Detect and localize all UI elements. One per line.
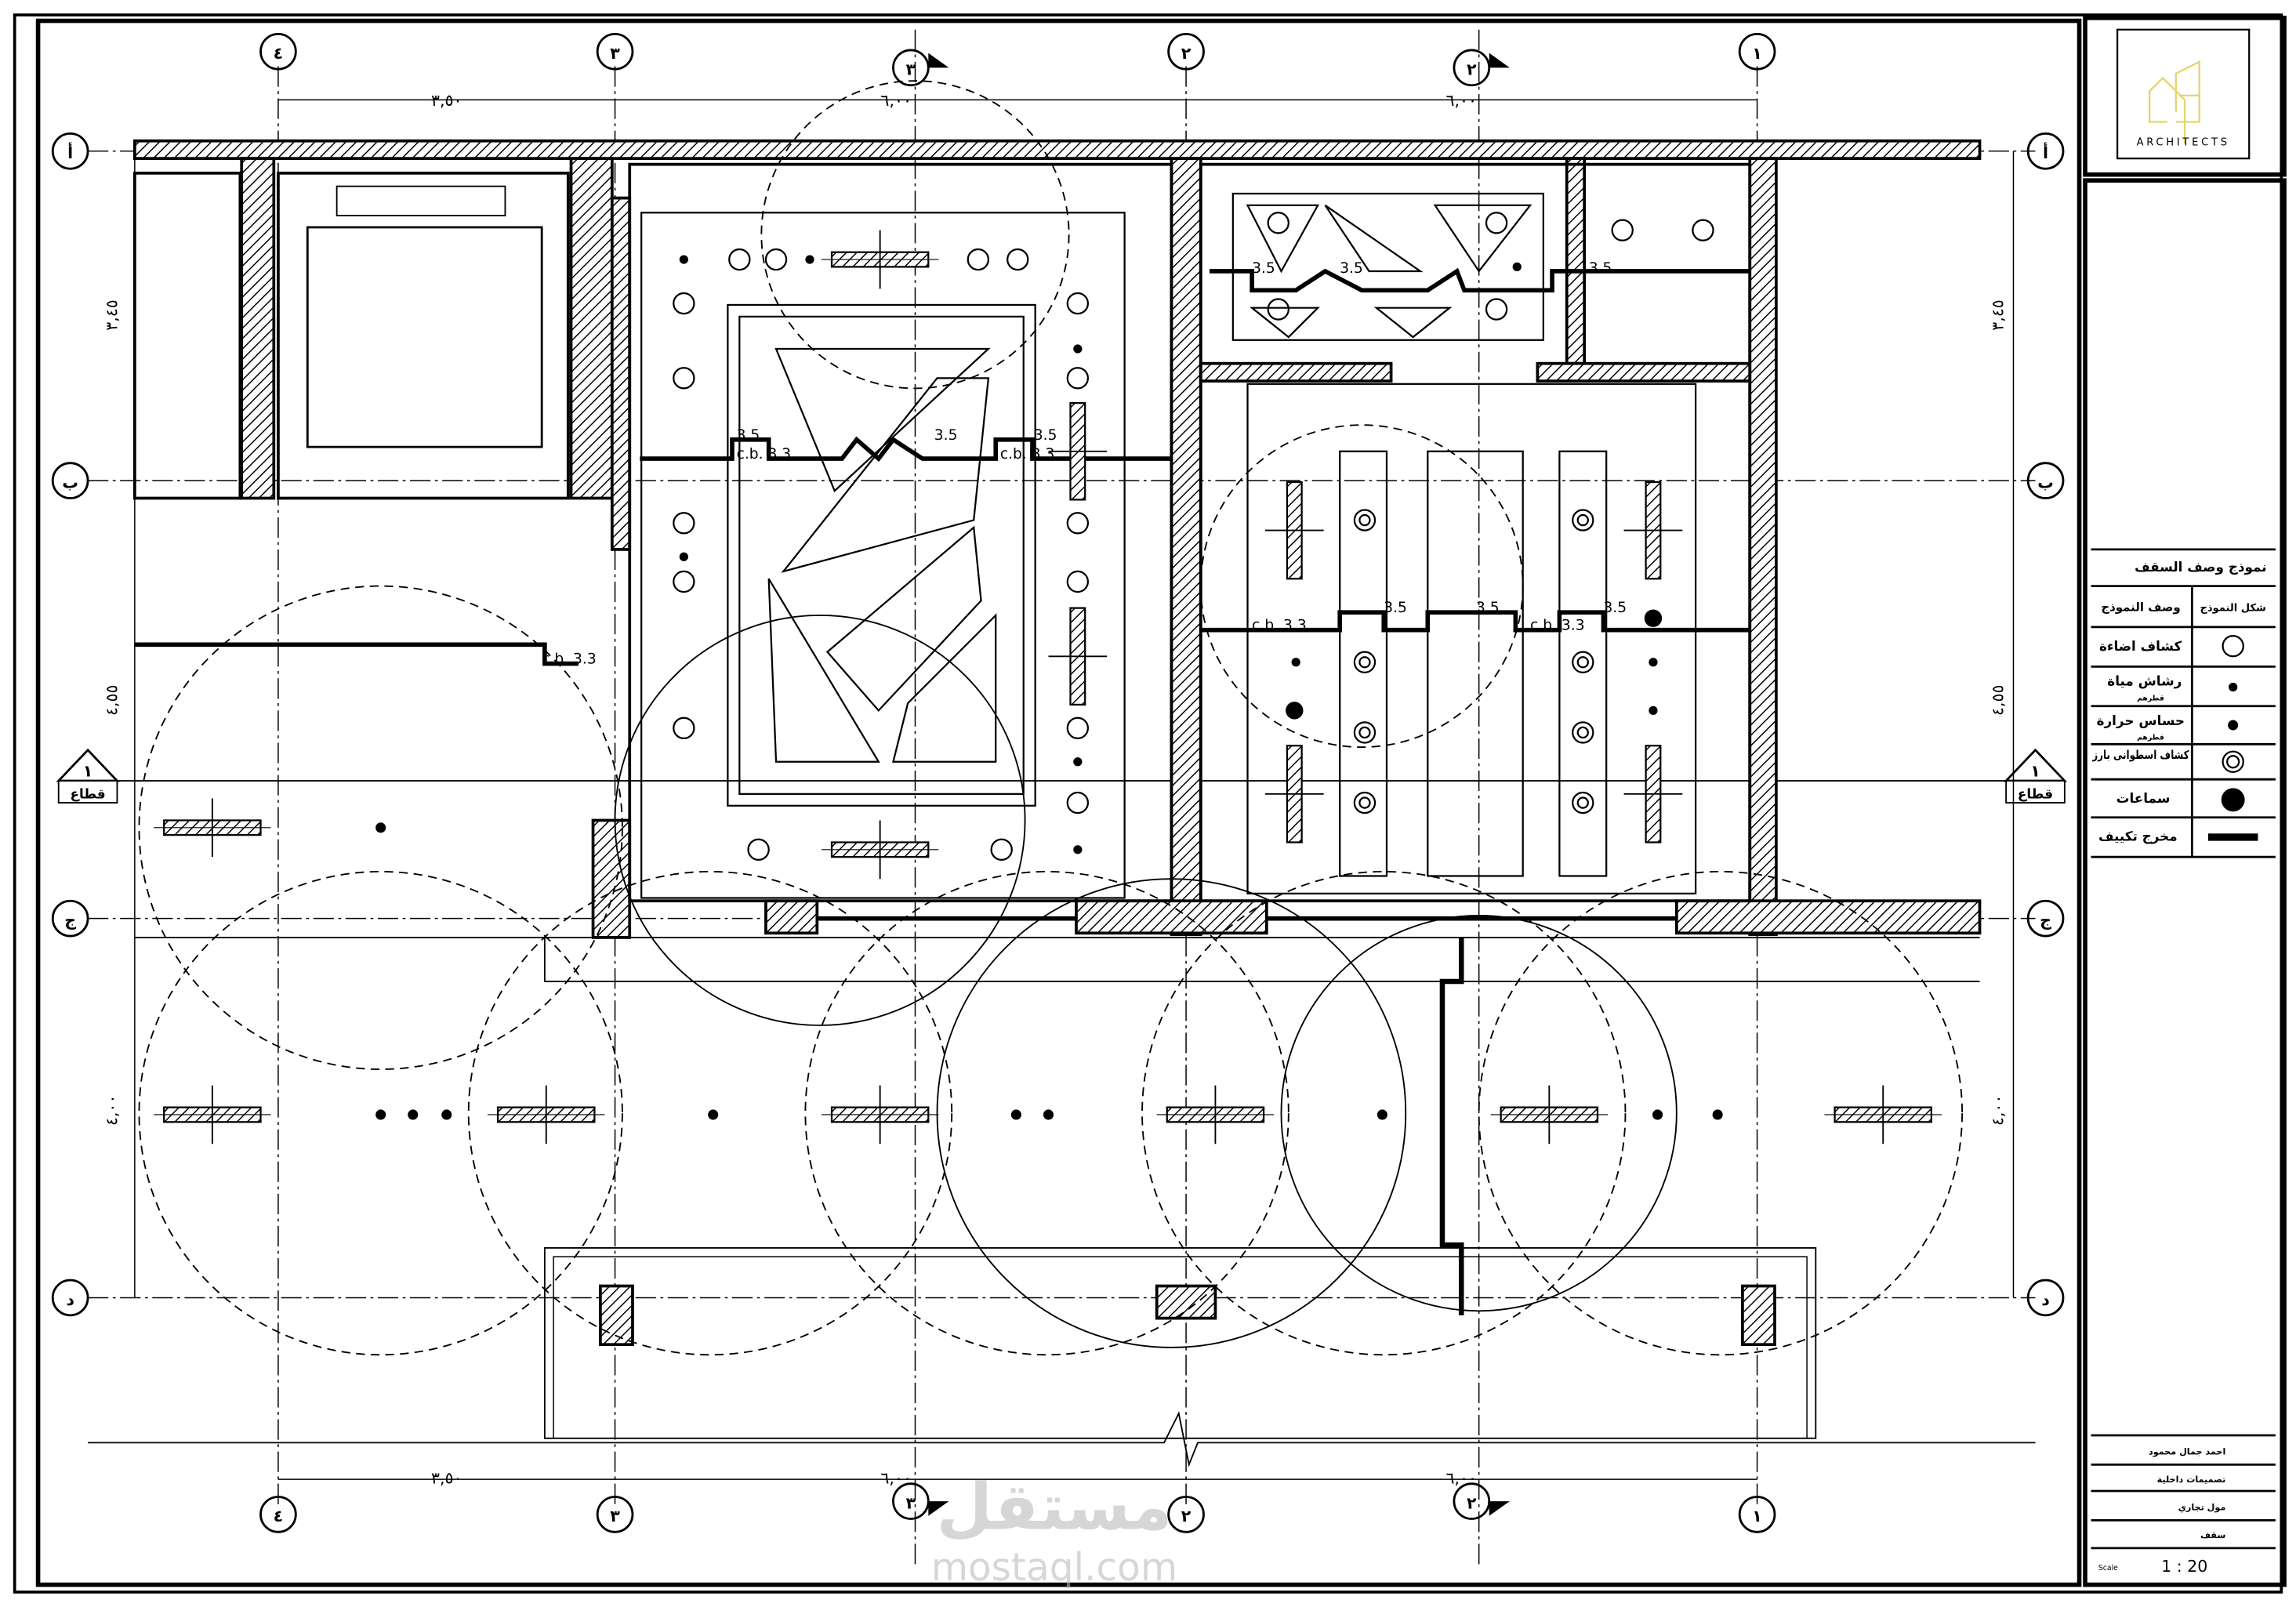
column-label: ٣	[610, 1507, 620, 1525]
section-marker-label: ٣	[906, 1493, 916, 1512]
ceiling-height: 3.5	[1252, 260, 1275, 277]
watermark-latin: mostaql.com	[931, 1546, 1178, 1590]
discipline: تصميمات داخلية	[2157, 1475, 2226, 1485]
dimensions: ٣,٥٠ ٦,٠٠ ٦,٠٠ ٣,٥٠ ٦,٠٠ ٦,٠٠ ٣,٤٥ ٤,٥٥ …	[102, 91, 2015, 1488]
dimension-text: ٦,٠٠	[1445, 91, 1477, 110]
column-label: ٤	[274, 44, 284, 63]
column-label: ٣	[610, 44, 620, 63]
sprinklers	[375, 255, 1723, 1120]
legend-item-label: كشاف اسطوانى بارز	[2092, 748, 2189, 762]
dimension-text: ٣,٥٠	[431, 91, 462, 110]
light-fixtures	[673, 212, 1714, 862]
row-label: د	[66, 1290, 74, 1309]
ceiling-height: 3.5	[1384, 600, 1407, 616]
legend-item-sub: قطرهم	[2137, 734, 2164, 742]
section-marker-label: ٢	[1467, 1493, 1477, 1512]
dimension-text: ٣,٤٥	[1988, 299, 2007, 331]
walls	[132, 139, 1982, 1347]
light-symbol-icon	[2222, 634, 2244, 658]
ceiling-height-labels: 3.5 c.b. 3.3 3.5 c.b. 3.3 3.5 c.b. 3.3 c.b…	[542, 260, 1627, 668]
sheet-border	[13, 13, 2283, 1594]
drawing-frame	[35, 18, 2082, 1587]
ceiling-height: 3.5	[1340, 260, 1363, 277]
sheet-name: سقف	[2200, 1530, 2225, 1540]
legend-title: نموذج وصف السقف	[2135, 559, 2266, 575]
dimension-text: ٤,٥٥	[102, 685, 121, 716]
row-label: د	[2041, 1290, 2050, 1309]
designer-name: احمد جمال محمود	[2149, 1446, 2225, 1456]
column-label: ١	[1752, 1507, 1762, 1525]
row-label: ج	[64, 911, 76, 930]
project-name: مول تجاري	[2178, 1502, 2226, 1512]
ceiling-height: c.b. 3.3	[1000, 446, 1055, 463]
architects-logo	[2149, 60, 2200, 144]
legend-header-description: وصف النموذج	[2101, 600, 2180, 614]
column-label: ٢	[1181, 1507, 1192, 1525]
row-label: ج	[2040, 911, 2051, 930]
ceiling-height: 3.5	[1589, 260, 1612, 277]
legend-item-sub: قطرهم	[2137, 694, 2164, 702]
dimension-text: ٦,٠٠	[1445, 1469, 1477, 1488]
logo-text: ARCHITECTS	[2137, 136, 2230, 148]
ceiling-height: c.b. 3.3	[1530, 618, 1585, 634]
dimension-text: ٤,٥٥	[1988, 685, 2007, 716]
dimension-text: ٤,٠٠	[1988, 1095, 2007, 1126]
title-block: ARCHITECTS نموذج وصف السقف شكل النموذج و…	[2083, 16, 2287, 1587]
dimension-text: ٤,٠٠	[102, 1095, 121, 1126]
column-markers: ٤ ٣ ٢ ١ ٤ ٣ ٢ ١ ٣ ٢ ٣ ٢	[259, 32, 1776, 1533]
row-label: ب	[2037, 473, 2054, 492]
column-label: ١	[1752, 44, 1762, 63]
row-label: أ	[67, 142, 73, 162]
dimension-text: ٣,٤٥	[102, 299, 121, 331]
ceiling-height: 3.5	[1476, 600, 1500, 616]
dimension-text: ٦,٠٠	[880, 91, 912, 110]
ceiling-height: c.b. 3.3	[1252, 618, 1307, 634]
legend-item-label: سماعات	[2116, 790, 2171, 806]
legend-item-label: رشاش مياة	[2107, 673, 2182, 689]
legend-header-shape: شكل النموذج	[2200, 602, 2265, 614]
ceiling-height: 3.5	[737, 427, 760, 444]
speaker-symbol-icon	[2221, 788, 2245, 812]
scale-label: Scale	[2098, 1564, 2118, 1573]
legend-item-label: كشاف اضاءة	[2099, 638, 2182, 654]
watermark-arabic: مستقل	[937, 1471, 1173, 1545]
column-label: ٤	[274, 1507, 284, 1525]
dimension-text: ٣,٥٠	[431, 1469, 462, 1488]
ceiling-height: c.b. 3.3	[737, 446, 792, 463]
section-label: قطاع	[71, 785, 106, 801]
partitions	[88, 162, 2036, 1467]
cylinder-light-symbol-icon	[2222, 750, 2244, 773]
watermark: مستقل mostaql.com	[931, 1471, 1178, 1590]
section-marker-label: ٣	[906, 60, 916, 79]
ac-outlet-symbol-icon	[2207, 833, 2258, 841]
legend-item-label: حساس حرارة	[2097, 713, 2185, 729]
sprinkler-symbol-icon	[2229, 682, 2238, 692]
ceiling-height: 3.5	[1603, 600, 1627, 616]
scale-value: 1 : 20	[2161, 1557, 2207, 1576]
section-number: ١	[2030, 761, 2040, 780]
ceiling-height: c.b. 3.3	[542, 651, 597, 668]
row-label: ب	[62, 473, 78, 492]
ceiling-height: 3.5	[934, 427, 958, 444]
ceiling-features	[138, 80, 1964, 1356]
heat-sensor-symbol-icon	[2228, 720, 2239, 731]
dimension-text: ٦,٠٠	[880, 1469, 912, 1488]
column-label: ٢	[1181, 44, 1192, 63]
row-label: أ	[2043, 142, 2048, 162]
row-markers: أ ب ج د أ ب ج د ١ قطاع ١ قطاع	[51, 132, 2068, 1317]
section-marker-label: ٢	[1467, 60, 1477, 79]
section-label: قطاع	[2018, 785, 2053, 801]
section-number: ١	[83, 761, 93, 780]
ceiling-height: 3.5	[1034, 427, 1057, 444]
legend-item-label: مخرج تكييف	[2098, 829, 2178, 845]
